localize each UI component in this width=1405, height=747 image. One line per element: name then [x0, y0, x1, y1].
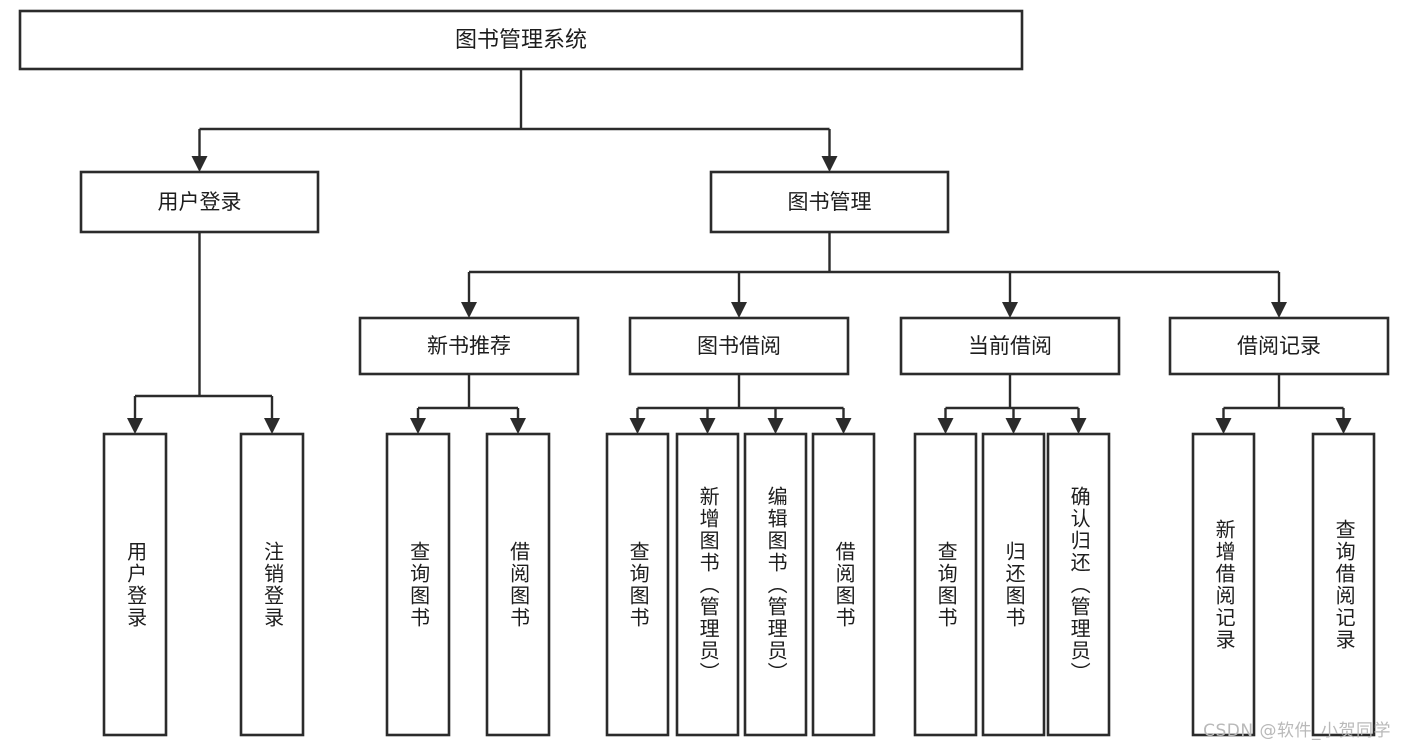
node-leaf-9[interactable] — [981, 432, 1046, 737]
node-leaf-3[interactable] — [485, 432, 551, 737]
arrow-head-icon — [629, 418, 646, 434]
arrow-head-icon — [821, 156, 838, 172]
node-root-book-management-system-label: 图书管理系统 — [455, 28, 587, 53]
node-level3-2-label: 当前借阅 — [968, 334, 1052, 358]
node-leaf-8[interactable] — [913, 432, 978, 737]
arrow-head-icon — [510, 418, 526, 434]
node-level2-1-label: 图书管理 — [788, 190, 872, 214]
arrow-head-icon — [410, 418, 426, 434]
node-leaf-0[interactable] — [102, 432, 168, 737]
node-leaf-1[interactable] — [239, 432, 305, 737]
arrow-head-icon — [767, 418, 784, 434]
node-root-book-management-system[interactable] — [18, 9, 1024, 71]
watermark-text: CSDN @软件_小贺同学 — [1203, 721, 1391, 741]
arrow-head-icon — [1070, 418, 1087, 434]
node-level2-1[interactable] — [709, 170, 950, 234]
node-leaf-4[interactable] — [605, 432, 670, 737]
arrow-head-icon — [699, 418, 716, 434]
node-leaf-2[interactable] — [385, 432, 451, 737]
boxes-layer — [18, 9, 1390, 737]
arrow-head-icon — [1215, 418, 1232, 434]
node-level3-0-label: 新书推荐 — [427, 334, 511, 358]
arrow-head-icon — [191, 156, 208, 172]
connectors-layer — [127, 69, 1352, 434]
arrow-head-icon — [264, 418, 280, 434]
arrow-head-icon — [1005, 418, 1022, 434]
arrow-head-icon — [731, 302, 747, 318]
node-level3-1-label: 图书借阅 — [697, 334, 781, 358]
node-level2-0-label: 用户登录 — [158, 190, 242, 214]
node-leaf-5[interactable] — [675, 432, 740, 737]
arrow-head-icon — [127, 418, 143, 434]
node-level3-0[interactable] — [358, 316, 580, 376]
node-level3-2[interactable] — [899, 316, 1121, 376]
node-level3-3[interactable] — [1168, 316, 1390, 376]
arrow-head-icon — [1271, 302, 1287, 318]
node-level3-1[interactable] — [628, 316, 850, 376]
node-leaf-12[interactable] — [1311, 432, 1376, 737]
node-leaf-10[interactable] — [1046, 432, 1111, 737]
node-level3-3-label: 借阅记录 — [1237, 334, 1321, 358]
arrow-head-icon — [835, 418, 852, 434]
arrow-head-icon — [461, 302, 477, 318]
node-leaf-6[interactable] — [743, 432, 808, 737]
arrow-head-icon — [1002, 302, 1018, 318]
arrow-head-icon — [937, 418, 954, 434]
arrow-head-icon — [1335, 418, 1352, 434]
node-level2-0[interactable] — [79, 170, 320, 234]
node-leaf-11[interactable] — [1191, 432, 1256, 737]
node-leaf-7[interactable] — [811, 432, 876, 737]
